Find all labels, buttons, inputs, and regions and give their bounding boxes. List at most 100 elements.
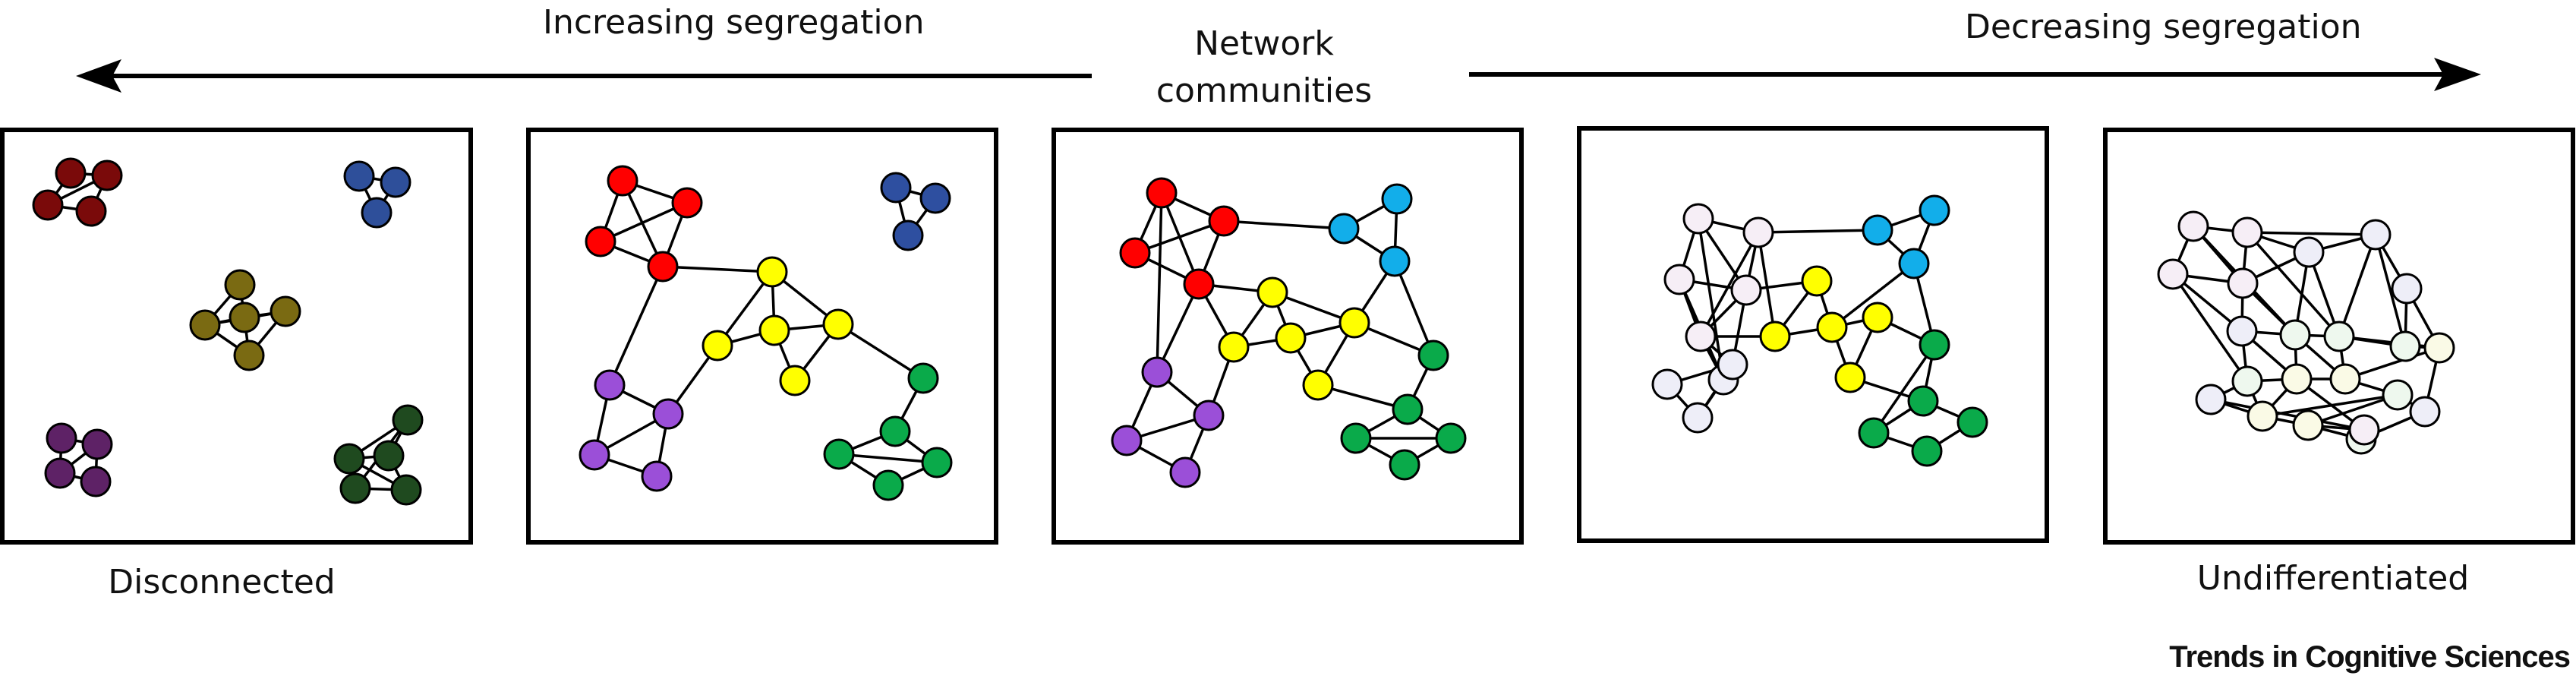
node-red [671,187,703,219]
node-yellow [1862,302,1893,333]
edge [1160,192,1200,285]
node-yellow [758,314,790,346]
node-sky-blue [1898,248,1930,279]
panel-decreasing-segregation-frame [1577,126,2049,543]
node-dark-blue [380,166,411,198]
node-purple [1193,400,1225,431]
node-pale-pink [2348,414,2380,446]
node-blue [880,172,912,204]
node-green [823,438,855,470]
node-pale-mint [2279,319,2311,351]
edge [2210,398,2365,431]
node-purple [641,460,673,492]
edge [2374,234,2407,347]
node-yellow [1816,311,1848,343]
node-dark-purple [46,422,77,454]
network-graphs [32,157,2455,506]
edge [1223,219,1345,230]
edge [2344,346,2440,381]
edge [621,180,664,267]
node-yellow [1256,276,1288,308]
edge [1699,232,1760,337]
node-dark-green [333,443,365,475]
node-olive [189,309,221,341]
node-yellow [702,330,733,362]
edge [2171,273,2249,382]
node-dark-red [32,189,64,221]
node-pale-pink [2231,216,2263,248]
node-pale-cream [2247,400,2278,432]
node-pale-lavender [1682,402,1714,434]
node-pale-lavender [2409,396,2441,428]
node-yellow [1759,321,1791,352]
edge [1156,283,1200,373]
node-pale-cream [2281,363,2313,395]
node-pale-pink [1730,274,1762,306]
node-yellow [1218,331,1250,363]
undifferentiated-label: Undifferentiated [2196,559,2470,598]
node-pale-lavender [1717,349,1748,381]
graph-increasing-segregation [579,165,953,501]
node-red [647,251,679,283]
edge [1697,218,1725,381]
node-yellow [822,308,854,340]
decreasing-segregation-label: Decreasing segregation [1965,8,2362,46]
graph-disconnected [32,157,424,506]
node-red [607,165,638,197]
node-pale-pink [1663,264,1695,295]
node-pale-mint [2231,365,2263,397]
node-pale-pink [2227,267,2259,299]
node-pale-lavender [2360,219,2392,251]
node-sky-blue [1862,214,1893,246]
network-communities-label-line1: Network [1194,24,1334,63]
node-yellow [1834,362,1866,393]
node-olive [229,302,260,333]
node-purple [1111,425,1143,456]
node-olive [270,295,301,327]
panel-disconnected-frame [0,128,473,545]
journal-credit: Trends in Cognitive Sciences [2169,640,2571,674]
node-dark-green [392,404,424,436]
node-green [1417,340,1449,371]
node-dark-blue [343,160,375,192]
node-sky-blue [1919,194,1950,226]
node-yellow [779,365,811,396]
node-green [1435,422,1467,454]
node-yellow [1302,369,1334,401]
node-dark-green [373,440,405,472]
node-sky-blue [1379,245,1411,277]
node-pale-pink [2177,210,2209,242]
edge [1757,232,1777,337]
node-olive [233,340,265,371]
network-communities-label-line2: communities [1156,71,1373,110]
node-pale-pink [1685,321,1717,352]
node-red [1183,268,1215,300]
node-yellow [756,256,788,288]
node-dark-red [91,159,123,191]
graph-undifferentiated [2157,210,2455,455]
node-pale-lavender [2195,384,2227,415]
node-purple [1169,456,1201,488]
node-dark-green [339,472,371,504]
node-olive [224,269,256,301]
edge [600,201,688,243]
node-green [872,469,904,501]
node-pale-lavender [2226,315,2258,347]
node-red [1208,205,1240,237]
node-red [1146,177,1178,209]
edge [2247,231,2376,236]
edge [1872,344,1936,434]
node-pale-lavender [2293,236,2325,268]
node-pale-pink [2157,258,2189,290]
node-red [585,226,616,257]
node-green [921,447,953,478]
edge [838,453,938,464]
node-green [1858,417,1890,449]
node-pale-lavender [1651,368,1683,400]
panel-undifferentiated-frame [2103,128,2575,545]
node-purple [652,398,684,430]
node-sky-blue [1381,183,1413,215]
node-green [1911,435,1943,467]
node-green [1389,449,1420,481]
increasing-segregation-label: Increasing segregation [543,3,925,42]
